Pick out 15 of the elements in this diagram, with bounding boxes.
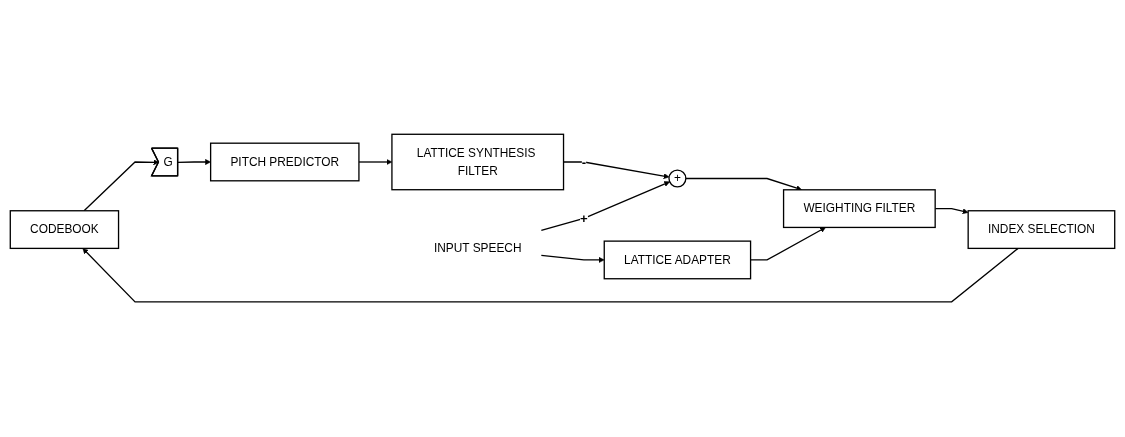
node-box: LATTICE ADAPTER xyxy=(603,240,752,280)
node-box: WEIGHTING FILTER xyxy=(782,189,936,229)
node-box: LATTICE SYNTHESIS FILTER xyxy=(391,134,565,191)
arrow xyxy=(540,181,670,232)
node-box: CODEBOOK xyxy=(9,210,120,250)
node-box: PITCH PREDICTOR xyxy=(209,142,360,182)
arrow xyxy=(82,248,1019,303)
arrow xyxy=(540,255,605,264)
arrow xyxy=(685,178,802,192)
arrow xyxy=(177,159,211,166)
node-box: INDEX SELECTION xyxy=(967,210,1116,250)
edge-label: + xyxy=(580,211,588,226)
node-text: INPUT SPEECH xyxy=(433,241,522,256)
edge-label: - xyxy=(581,155,587,170)
node-circle: + xyxy=(668,169,687,188)
